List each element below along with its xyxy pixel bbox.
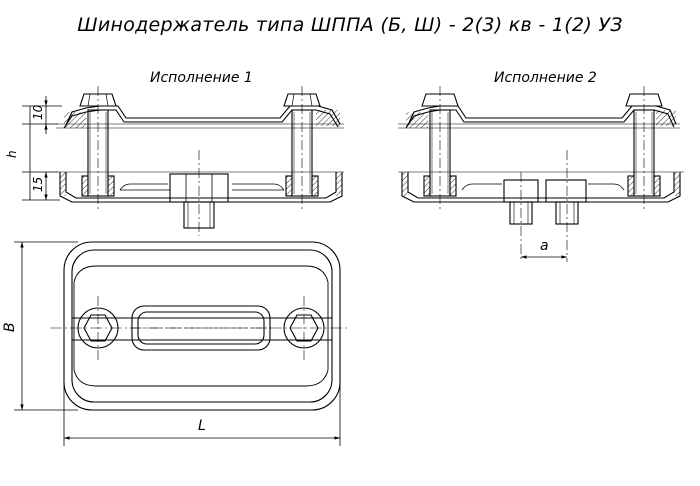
plan-view xyxy=(50,241,350,411)
dim-h: h xyxy=(5,150,19,158)
view1-section xyxy=(56,86,344,236)
view1-dimensions xyxy=(22,96,62,201)
dim-15: 15 xyxy=(31,177,45,192)
view2-label: Исполнение 2 xyxy=(494,70,597,86)
view1-label: Исполнение 1 xyxy=(150,70,253,86)
view2-section xyxy=(398,86,684,262)
dim-B: B xyxy=(2,322,18,332)
dim-a: a xyxy=(540,238,549,254)
plan-dimensions xyxy=(14,241,341,446)
dim-L: L xyxy=(198,418,206,434)
drawing-title: Шинодержатель типа ШППА (Б, Ш) - 2(3) кв… xyxy=(77,14,623,36)
dim-10: 10 xyxy=(31,104,45,120)
